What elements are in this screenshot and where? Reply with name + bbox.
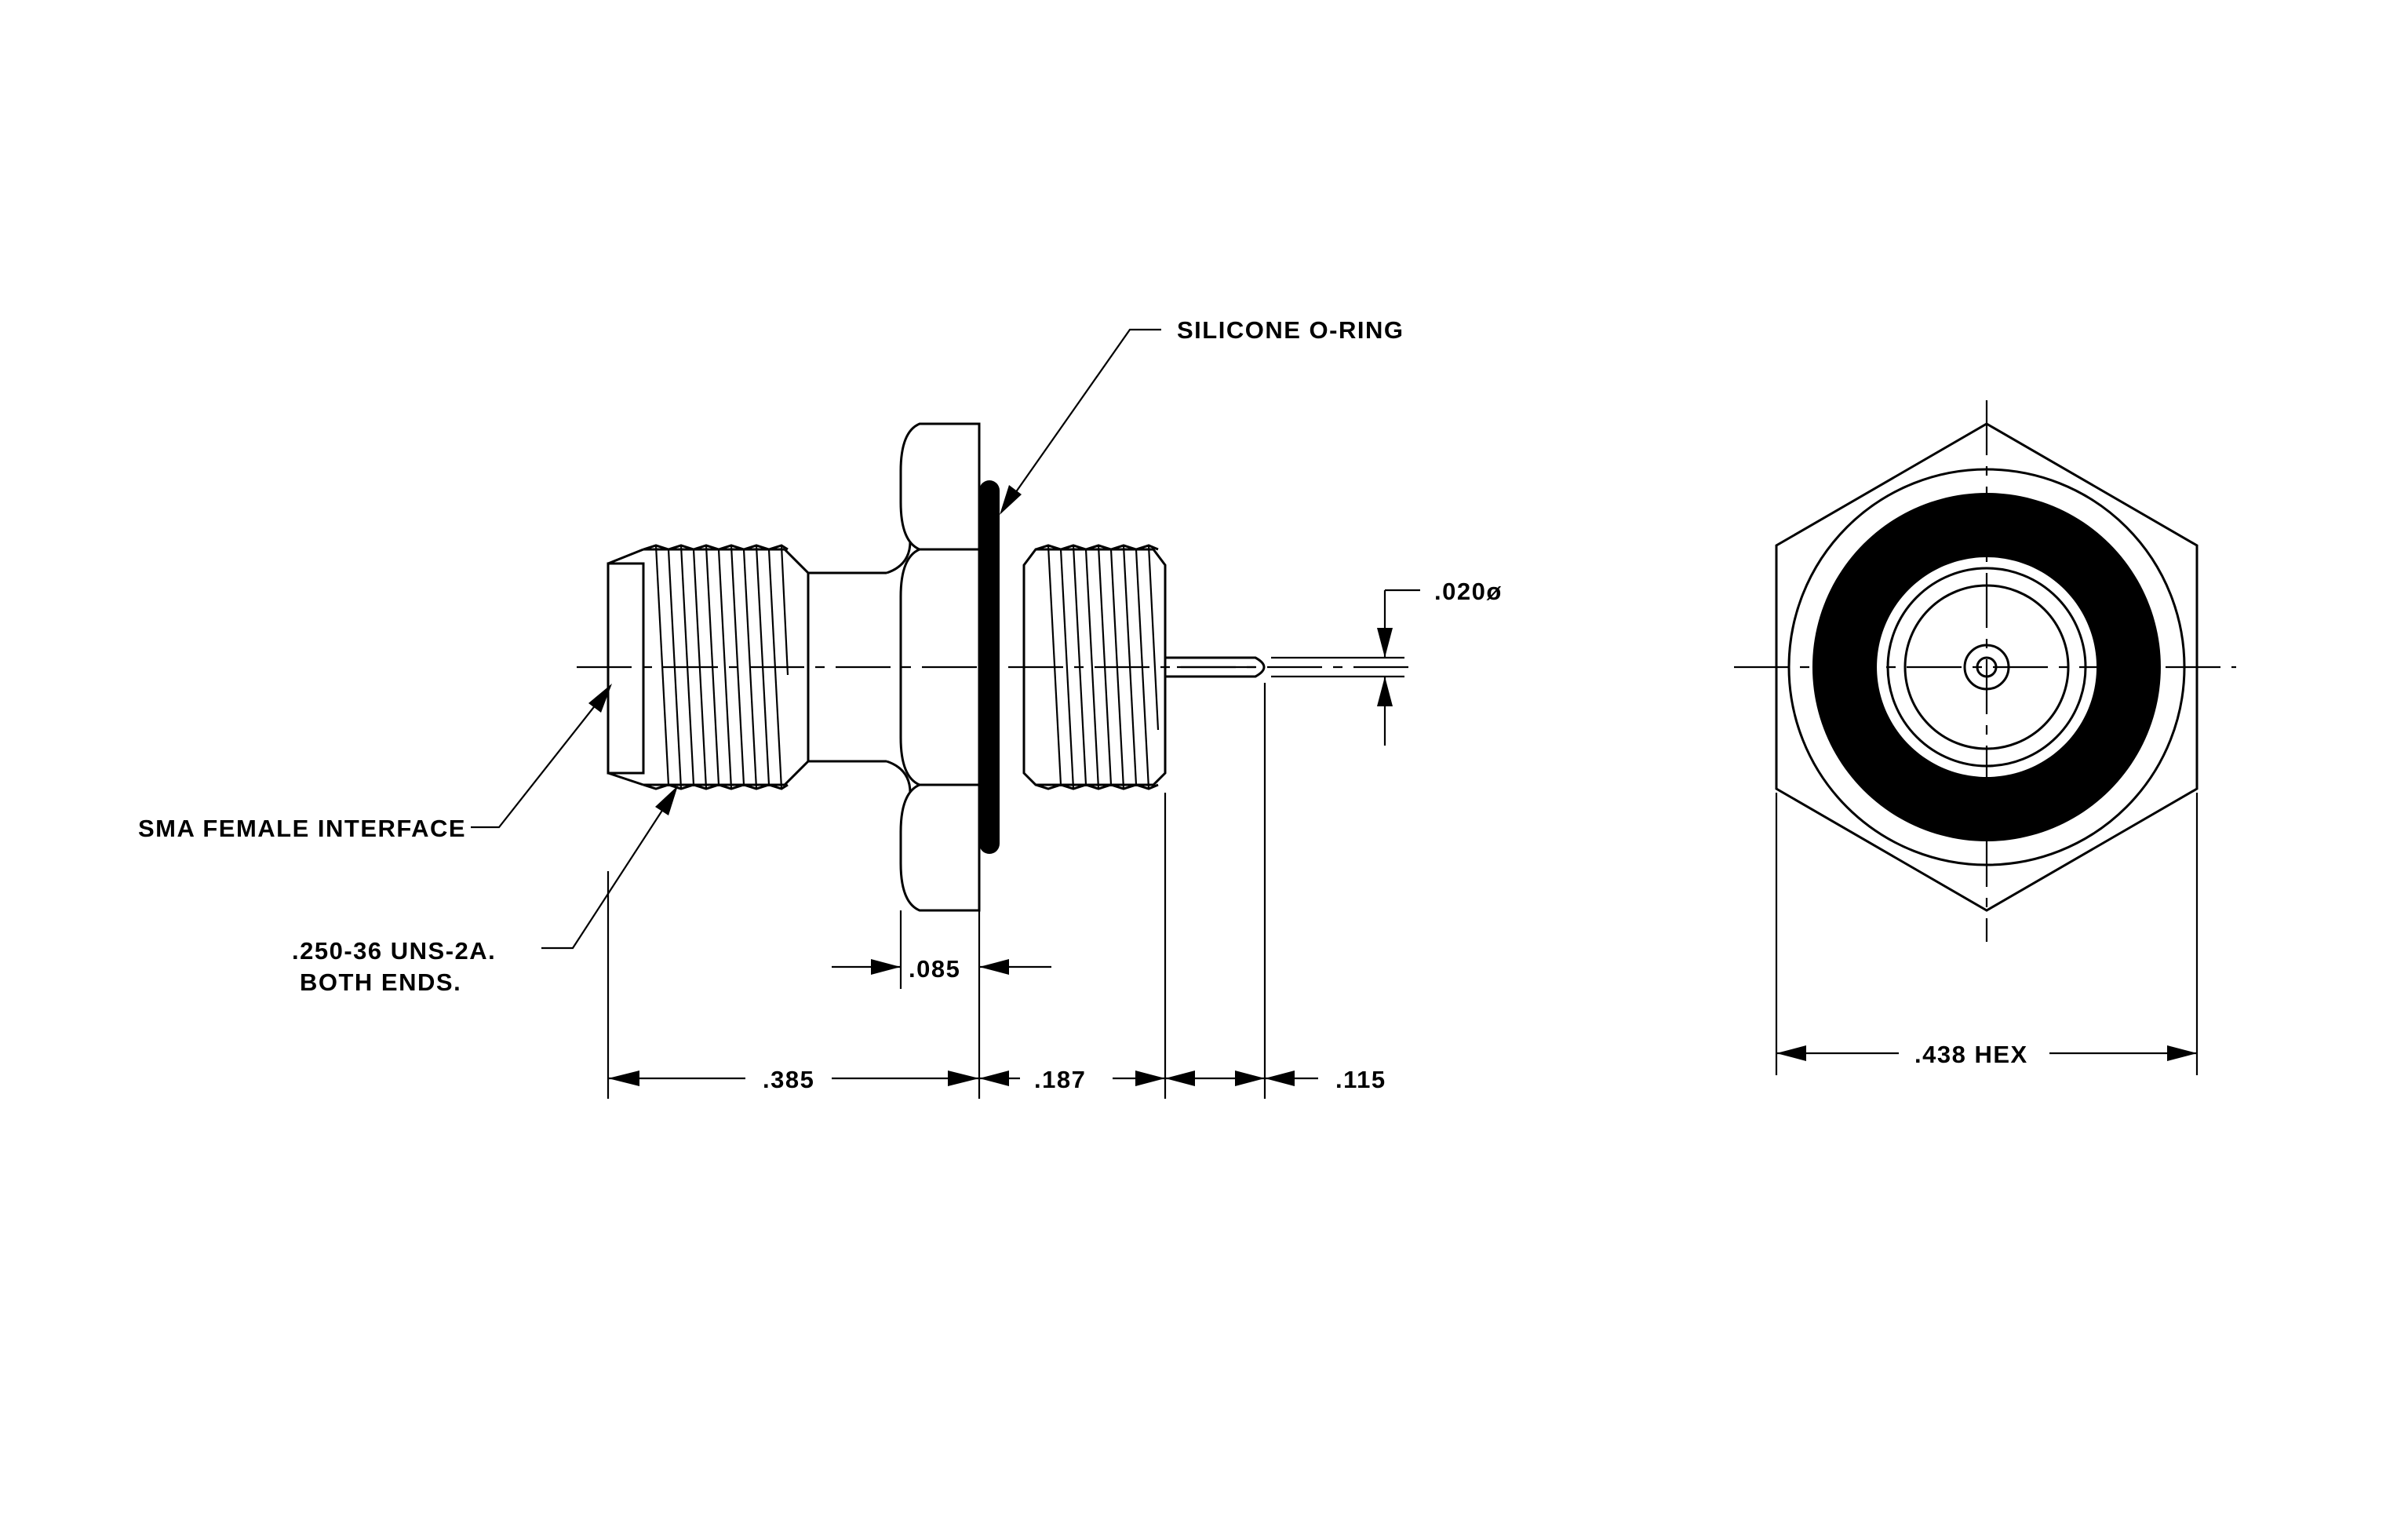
neck <box>808 541 912 793</box>
dim-hex-size: .438 HEX <box>1914 1041 2028 1068</box>
center-pin <box>1165 656 1266 678</box>
end-view <box>1734 400 2236 942</box>
interface-dielectric-circle <box>1903 584 2070 750</box>
end-view-dimension: .438 HEX <box>1775 793 2199 1075</box>
dim-flange-width: .085 <box>909 955 960 983</box>
front-thread <box>607 544 810 790</box>
socket-outer-circle <box>1963 644 2010 691</box>
callout-thread-spec: .250-36 UNS-2A. <box>292 937 496 965</box>
side-view-dimensions: .085 .385 .187 .115 .020ø <box>607 578 1503 1099</box>
interface-outer-circle <box>1886 567 2087 768</box>
dim-pin-diameter: .020ø <box>1434 578 1503 605</box>
hex-nut-side <box>899 422 981 912</box>
callout-interface: SMA FEMALE INTERFACE <box>138 815 466 842</box>
dim-rear-thread-length: .187 <box>1034 1066 1086 1093</box>
dim-pin-length: .115 <box>1335 1066 1386 1093</box>
o-ring-annulus <box>1812 493 2161 841</box>
silicone-o-ring <box>979 480 1000 854</box>
hex-inscribed-circle <box>1787 468 2186 866</box>
callout-thread-both-ends: BOTH ENDS. <box>300 968 461 996</box>
hex-outline <box>1775 422 2199 912</box>
dim-body-length: .385 <box>763 1066 814 1093</box>
side-view <box>577 422 1416 912</box>
callout-o-ring: SILICONE O-RING <box>1177 316 1404 344</box>
socket-inner-circle <box>1976 656 1998 678</box>
rear-thread <box>1022 544 1167 790</box>
callouts: SILICONE O-RING SMA FEMALE INTERFACE .25… <box>138 316 1404 996</box>
